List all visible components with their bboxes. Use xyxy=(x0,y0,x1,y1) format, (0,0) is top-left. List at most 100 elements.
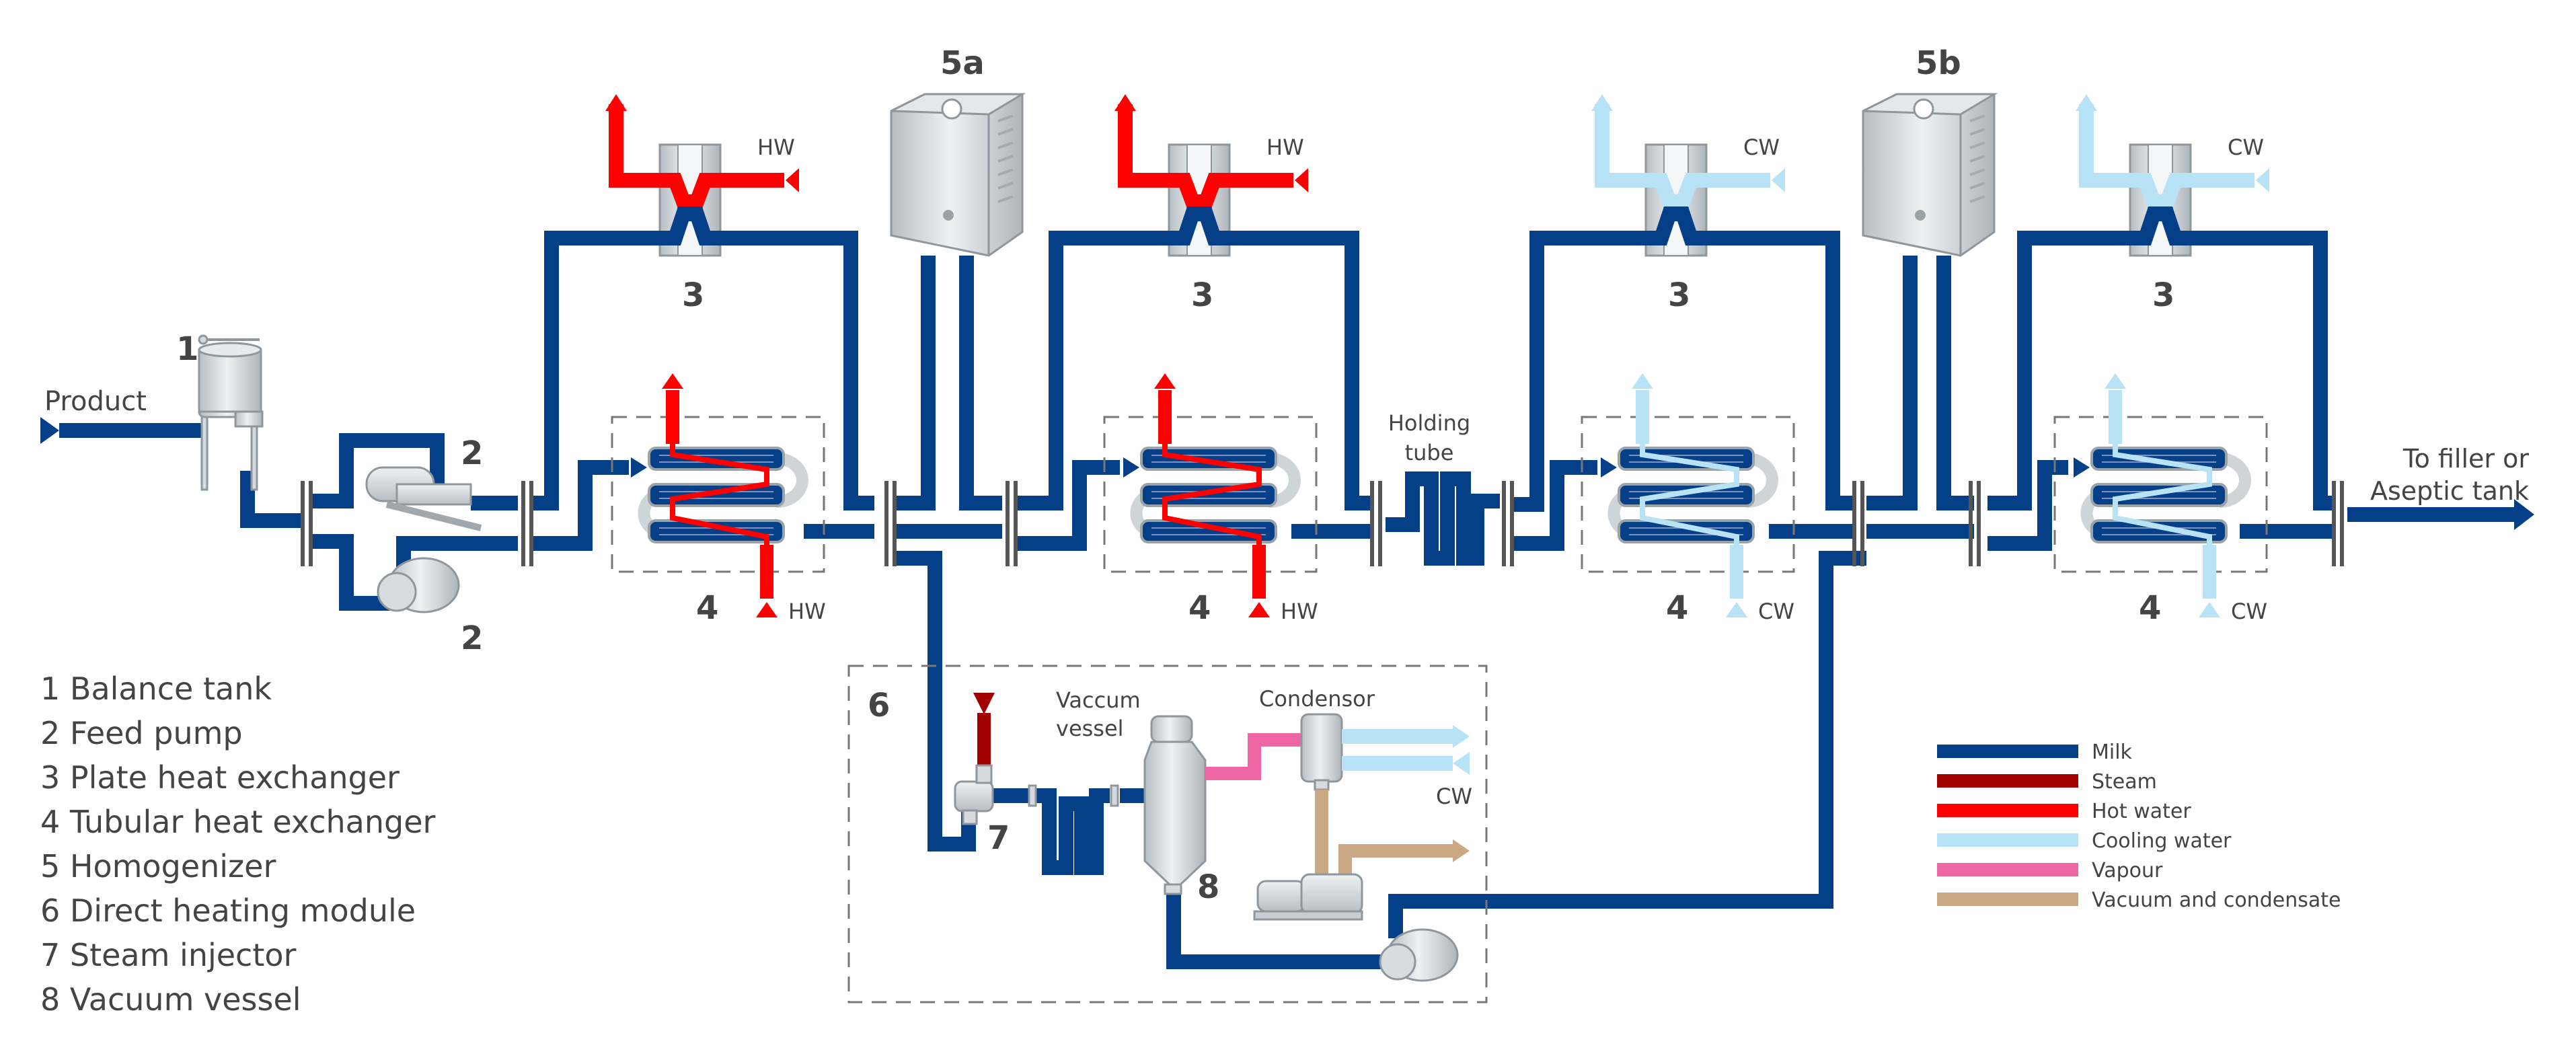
feed-pump-centrifugal xyxy=(377,557,460,613)
steam-inlet-arrow-icon xyxy=(973,693,995,714)
flange xyxy=(2332,481,2344,566)
flange xyxy=(1969,481,1981,566)
plate-hx-media-label: HW xyxy=(757,135,795,160)
outlet-label-1: To filler or xyxy=(2402,444,2529,474)
legend-swatch xyxy=(1937,833,2078,847)
legend-item: Hot water xyxy=(1937,800,2191,823)
feed-pump-positive xyxy=(365,466,482,531)
plate-heat-exchanger: HW 3 xyxy=(1114,94,1308,314)
legend-label: Vacuum and condensate xyxy=(2092,888,2341,912)
thx4-inlet-pipe xyxy=(1987,460,2068,551)
media-outlet-arrow-icon xyxy=(1114,94,1136,111)
tubular-hx-boundary xyxy=(1103,416,1318,573)
legend-item: Vacuum and condensate xyxy=(1937,888,2341,912)
callout-balance-tank: 1 xyxy=(176,330,198,368)
tubular-hx-media-label: CW xyxy=(2231,599,2267,624)
cw-out-arrow-icon xyxy=(1453,725,1470,748)
flange xyxy=(1852,481,1864,566)
component-list-item: 2 Feed pump xyxy=(40,715,243,751)
dhm-product-pump xyxy=(1379,928,1459,982)
thx2-inlet-pipe xyxy=(1016,460,1120,551)
vacuum-pump xyxy=(1253,873,1363,921)
vacuum-vessel-label-1: Vaccum xyxy=(1056,687,1141,713)
callout-tubular-hx: 4 xyxy=(1666,589,1688,627)
callout-steam-injector: 7 xyxy=(987,819,1010,857)
media-inlet-arrow-icon xyxy=(1295,168,1308,192)
callout-vacuum-vessel: 8 xyxy=(1197,868,1219,906)
balance-tank xyxy=(198,334,264,491)
outlet-arrow-icon xyxy=(2514,499,2534,530)
tubular-hx-media-label: CW xyxy=(1758,599,1794,624)
tubular-hx-boundary xyxy=(611,416,825,573)
callout-plate-hx: 3 xyxy=(682,276,704,314)
tubular-hx-media-line xyxy=(2113,390,2212,592)
legend-label: Milk xyxy=(2092,741,2133,764)
tubular-heat-exchanger: 4 CW xyxy=(1581,373,1795,627)
flange xyxy=(301,481,313,566)
component-list-item: 3 Plate heat exchanger xyxy=(40,759,400,796)
thx3-inlet-pipe xyxy=(1513,460,1597,551)
pump-a-suction-pipe xyxy=(309,433,445,508)
plate-hx-media-pipe xyxy=(609,104,784,209)
legend-swatch xyxy=(1937,774,2078,788)
plate-heat-exchanger: HW 3 xyxy=(605,94,799,314)
callout-homogenizer-a: 5a xyxy=(940,44,985,82)
legend-label: Hot water xyxy=(2092,800,2191,823)
pump-b-suction-pipe xyxy=(309,534,393,611)
vacuum-vessel-label-2: vessel xyxy=(1056,716,1124,741)
media-outlet-arrow-icon xyxy=(1154,373,1176,389)
component-list-item: 4 Tubular heat exchanger xyxy=(40,804,436,840)
callout-feed-pump-a: 2 xyxy=(461,434,483,472)
milk-piping xyxy=(40,231,2534,969)
plate-hx-media-label: CW xyxy=(1743,135,1780,160)
legend-item: Vapour xyxy=(1937,859,2163,882)
component-list-item: 7 Steam injector xyxy=(40,937,297,973)
vacuum-vessel xyxy=(1143,715,1207,895)
product-inlet-arrow-icon xyxy=(40,417,59,444)
callout-plate-hx: 3 xyxy=(1668,276,1690,314)
legend-swatch xyxy=(1937,745,2078,758)
steam-injector xyxy=(954,764,994,825)
media-inlet-arrow-icon xyxy=(2199,602,2220,617)
condensor-label: Condensor xyxy=(1259,686,1375,712)
legend-swatch xyxy=(1937,804,2078,817)
milk-inlet-arrow-icon xyxy=(1601,457,1617,478)
plate-hx-media-label: HW xyxy=(1266,135,1304,160)
dhm-inlet-pipe xyxy=(895,551,976,851)
direct-heating-module xyxy=(847,665,1488,1004)
legend-item: Cooling water xyxy=(1937,829,2232,853)
callout-plate-hx: 3 xyxy=(2152,276,2174,314)
callout-plate-hx: 3 xyxy=(1191,276,1213,314)
holding-tube xyxy=(1386,471,1500,566)
media-outlet-arrow-icon xyxy=(1632,373,1653,389)
holding-tube-label-2: tube xyxy=(1405,440,1454,465)
plate-heat-exchanger: CW 3 xyxy=(1591,94,1785,314)
plate-hx-media-pipe xyxy=(1118,104,1293,209)
vapour-pipe xyxy=(1205,733,1301,780)
media-outlet-arrow-icon xyxy=(605,94,627,111)
media-outlet-arrow-icon xyxy=(1591,94,1613,111)
tubular-hx-boundary xyxy=(2053,416,2268,573)
media-inlet-arrow-icon xyxy=(786,168,799,192)
tank-outlet-pipe xyxy=(240,471,303,528)
legend-label: Steam xyxy=(2092,770,2157,794)
vessel-outlet-pipe xyxy=(1166,891,1396,969)
labels: Product 1 2 2 5a 5b Holding tube To fill… xyxy=(44,44,2529,906)
plate-hx-media-label: CW xyxy=(2228,135,2264,160)
milk-inlet-arrow-icon xyxy=(2074,457,2090,478)
media-inlet-arrow-icon xyxy=(1248,602,1270,617)
media-inlet-arrow-icon xyxy=(2256,168,2269,192)
condensor-cw-label: CW xyxy=(1436,784,1472,809)
direct-heating-module-boundary xyxy=(847,665,1488,1004)
tubular-hx-media-line xyxy=(1162,390,1262,592)
media-outlet-arrow-icon xyxy=(2105,373,2126,389)
dhm-holding-tube xyxy=(1036,788,1110,875)
tubular-hx-media-label: HW xyxy=(1281,599,1318,624)
flanges xyxy=(301,481,2344,566)
tubular-hx-media-line xyxy=(1640,390,1739,592)
component-list-item: 8 Vacuum vessel xyxy=(40,981,301,1018)
